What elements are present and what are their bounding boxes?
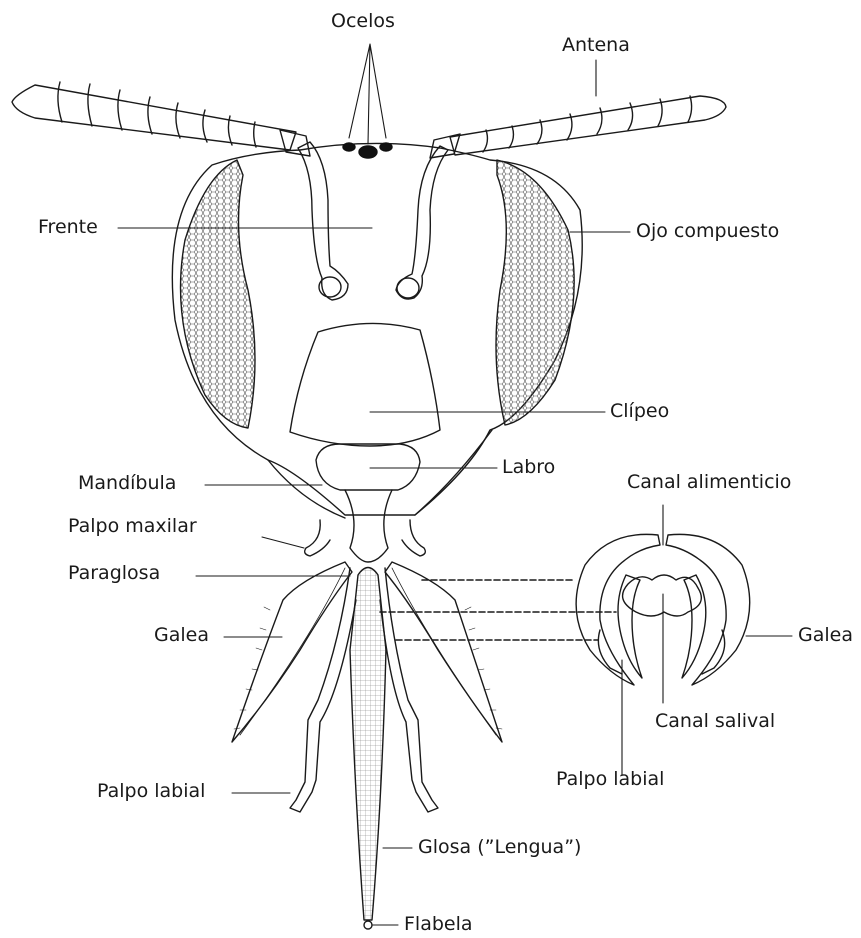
labrum — [316, 444, 420, 490]
label-clipeo: Clípeo — [610, 402, 669, 421]
right-scape — [396, 146, 448, 299]
right-compound-eye — [496, 160, 574, 425]
label-canal-salival: Canal salival — [655, 712, 775, 731]
left-maxillary-palp — [305, 520, 330, 556]
label-paraglosa: Paraglosa — [68, 564, 160, 583]
flabellum — [364, 921, 372, 929]
left-antenna — [12, 82, 310, 156]
left-labial-palp — [290, 568, 356, 812]
label-ocelos: Ocelos — [331, 12, 395, 31]
label-galea-right: Galea — [798, 626, 853, 645]
label-palpo-labial-right: Palpo labial — [556, 770, 664, 789]
label-galea-left: Galea — [154, 626, 209, 645]
label-antena: Antena — [562, 36, 630, 55]
clypeus — [290, 323, 440, 446]
label-ojo-compuesto: Ojo compuesto — [636, 222, 779, 241]
label-labro: Labro — [502, 458, 555, 477]
label-canal-alimenticio: Canal alimenticio — [627, 473, 791, 492]
left-compound-eye — [181, 160, 256, 428]
right-antenna — [430, 96, 726, 158]
glossa — [350, 568, 386, 921]
label-glosa: Glosa (”Lengua”) — [418, 838, 581, 857]
label-frente: Frente — [38, 218, 98, 237]
ocelli — [343, 143, 392, 158]
label-palpo-labial-left: Palpo labial — [97, 782, 205, 801]
right-maxillary-palp — [402, 520, 425, 556]
label-palpo-maxilar: Palpo maxilar — [68, 517, 197, 536]
left-scape — [298, 142, 348, 300]
label-flabela: Flabela — [404, 915, 473, 934]
label-mandibula: Mandíbula — [78, 474, 176, 493]
